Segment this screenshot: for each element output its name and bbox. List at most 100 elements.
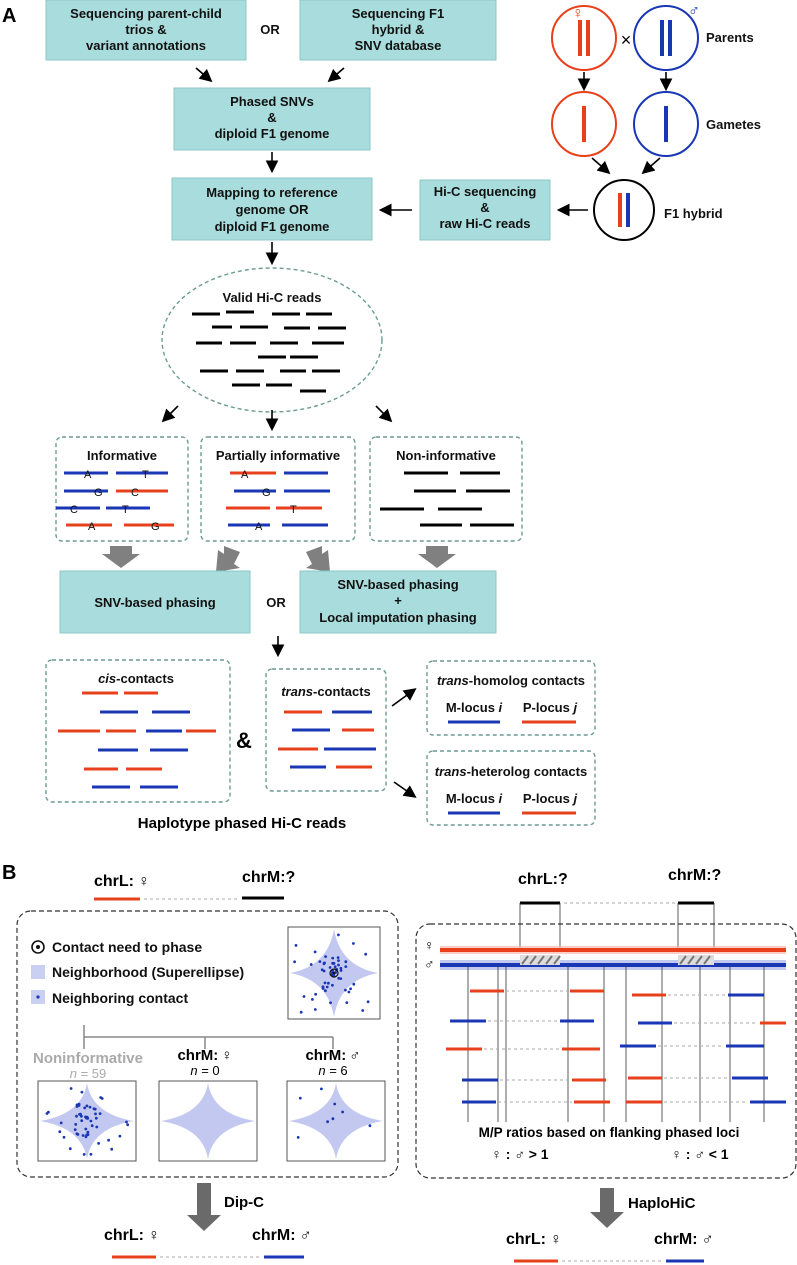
cis-box <box>45 659 231 803</box>
gamete-male-circle <box>633 91 699 157</box>
hatch <box>529 955 537 965</box>
contact-dot <box>68 1147 72 1151</box>
contact-dot <box>73 1128 77 1131</box>
contact-dot <box>78 1113 81 1116</box>
valid-reads <box>192 310 346 393</box>
right-female-icon: ♀ <box>424 937 435 953</box>
haplohic-result-chrM: chrM:♂ <box>654 1231 714 1248</box>
f1-hybrid-label: F1 hybrid <box>664 206 723 221</box>
hatch <box>703 955 711 965</box>
contact-dot <box>80 1090 84 1094</box>
legend-contact: Contact need to phase <box>52 939 202 955</box>
cis-reads <box>58 691 216 789</box>
contact-dot <box>337 933 340 937</box>
dipc-result-chrL: chrL:♀ <box>104 1227 160 1244</box>
contact-dot <box>110 1147 114 1151</box>
contact-dot <box>45 1112 49 1115</box>
contact-dot <box>328 966 332 969</box>
dipc-label: Dip-C <box>224 1194 264 1211</box>
contact-dot <box>331 1117 335 1121</box>
neighbor-icon-dot <box>36 995 40 999</box>
contact-dot <box>293 960 296 964</box>
chrM-female-n: n = 0 <box>190 1063 219 1078</box>
hatch <box>687 955 695 965</box>
contact-dot <box>100 1097 104 1100</box>
arrow-gamete-f1-left <box>591 157 611 175</box>
mapping-line-3: diploid F1 genome <box>215 219 330 234</box>
noninformative-label: Non-informative <box>396 448 496 463</box>
contact-dot <box>327 981 330 985</box>
unphased-region-right <box>678 955 714 965</box>
contact-icon <box>31 940 45 954</box>
contact-dot <box>296 1136 300 1139</box>
contact-dot <box>366 1000 370 1004</box>
contact-dot <box>89 1152 93 1156</box>
contact-dot <box>85 1133 89 1137</box>
hic-line-2: & <box>480 200 489 215</box>
right-chrM-label: chrM:? <box>668 867 721 884</box>
gamete-female-circle <box>551 91 617 157</box>
parent-female-circle <box>551 5 617 71</box>
homolog-box <box>426 660 596 736</box>
contact-dot <box>75 1105 79 1108</box>
base-label: T <box>122 504 129 516</box>
arrow-to-homolog <box>391 688 417 707</box>
contact-dot <box>97 1142 100 1145</box>
dipc-result-chrM: chrM:♂ <box>252 1227 312 1244</box>
snv-local-box <box>299 570 497 634</box>
parent-male-circle <box>633 5 699 71</box>
contact-dot <box>364 952 368 956</box>
or-mid: OR <box>266 595 286 610</box>
hatch <box>537 955 545 965</box>
panel-a-label: A <box>2 5 16 27</box>
contact-dot <box>88 1105 92 1109</box>
chrM-female-label: chrM:♀ <box>177 1047 232 1064</box>
contact-dot <box>341 1110 344 1114</box>
contact-dot <box>107 1138 110 1142</box>
heterolog-p-locus: P-locus j <box>523 791 578 806</box>
snv-local-line-2: + <box>394 593 402 608</box>
block-arrow <box>306 546 330 572</box>
contact-dot <box>58 1130 62 1134</box>
mapping-line-1: Mapping to reference <box>206 185 337 200</box>
noninformative-reads <box>380 471 514 527</box>
trios-line-1: Sequencing parent-child <box>70 6 222 21</box>
contact-dot <box>313 1008 317 1011</box>
dipc-arrow <box>187 1183 221 1231</box>
legend-neighborhood: Neighborhood (Superellipse) <box>52 964 244 980</box>
panel-b-label: B <box>2 862 16 884</box>
contact-dot <box>85 1104 89 1108</box>
base-label: C <box>131 487 139 499</box>
f1-line-3: SNV database <box>355 38 442 53</box>
mapping-box <box>171 177 373 241</box>
contact-dot <box>336 956 340 959</box>
f1-seq-box <box>299 0 497 61</box>
arrow-f1 <box>327 67 345 83</box>
noninformative-plot-dots <box>45 1087 130 1156</box>
contact-dot <box>59 1121 63 1125</box>
mp-ratio-title: M/P ratios based on flanking phased loci <box>479 1125 740 1140</box>
f1-line-1: Sequencing F1 <box>352 6 444 21</box>
block-arrow <box>102 546 140 568</box>
contact-to-phase-marker-center <box>332 971 336 975</box>
contact-dot <box>302 995 306 998</box>
dipc-box <box>16 910 399 1178</box>
contact-dot <box>86 1130 90 1134</box>
contact-dot <box>77 1102 81 1106</box>
contact-dot <box>309 963 313 966</box>
snv-local-line-1: SNV-based phasing <box>337 577 458 592</box>
right-flank-reads <box>620 993 786 1104</box>
informative-box <box>55 436 189 542</box>
flanking-guides <box>467 966 765 1122</box>
contact-dot <box>318 960 322 963</box>
contact-dot <box>345 1001 349 1004</box>
contact-dot <box>80 1114 83 1118</box>
legend-neighbor: Neighboring contact <box>52 990 188 1006</box>
trios-line-3: variant annotations <box>86 38 206 53</box>
contact-dot <box>323 961 326 965</box>
contact-dot <box>344 960 348 964</box>
trans-reads <box>278 710 376 769</box>
contact-dot <box>314 992 317 996</box>
block-arrow <box>418 546 456 568</box>
contact-dot <box>339 969 343 972</box>
